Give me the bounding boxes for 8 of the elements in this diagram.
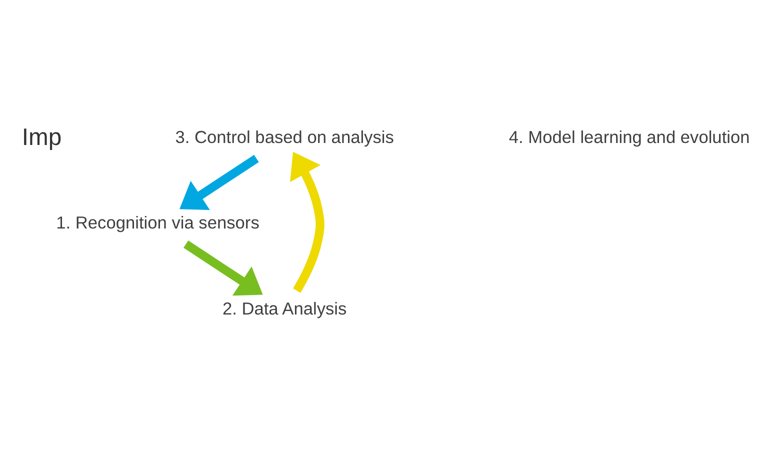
label: Imp [22, 124, 62, 151]
arrow [290, 152, 324, 293]
node-text: 3. Control based on analysis [175, 126, 394, 147]
node-text: 1. Recognition via sensors [56, 212, 260, 233]
arrow [179, 154, 259, 210]
node-text: 2. Data Analysis [222, 298, 347, 318]
node-text: 4. Model learning and evolution [508, 126, 750, 147]
arrow [184, 240, 263, 296]
